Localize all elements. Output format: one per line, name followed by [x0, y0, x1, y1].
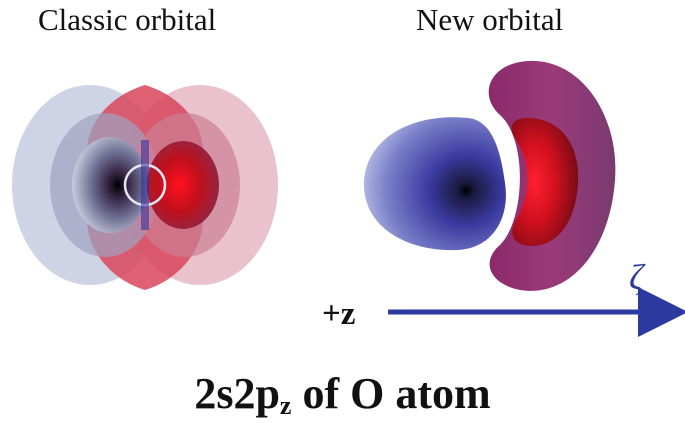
classic-red-inner-lobe: [147, 141, 219, 229]
caption-subscript: z: [279, 391, 292, 420]
caption-rest: of O atom: [291, 369, 491, 418]
new-blue-lobe: [363, 117, 506, 251]
plus-z-label: +z: [322, 296, 356, 332]
new-orbital-title: New orbital: [416, 2, 564, 37]
classic-orbital-title: Classic orbital: [38, 2, 217, 37]
new-orbital: [363, 60, 616, 291]
classic-blue-inner-lobe: [72, 137, 148, 233]
classic-nodal-plane: [141, 140, 149, 230]
figure-caption: 2s2pz of O atom: [0, 368, 685, 421]
new-red-crescent: [511, 117, 579, 246]
caption-main: 2s2p: [194, 369, 280, 418]
zeta-label: ζ: [629, 257, 644, 297]
classic-orbital: [12, 85, 278, 290]
